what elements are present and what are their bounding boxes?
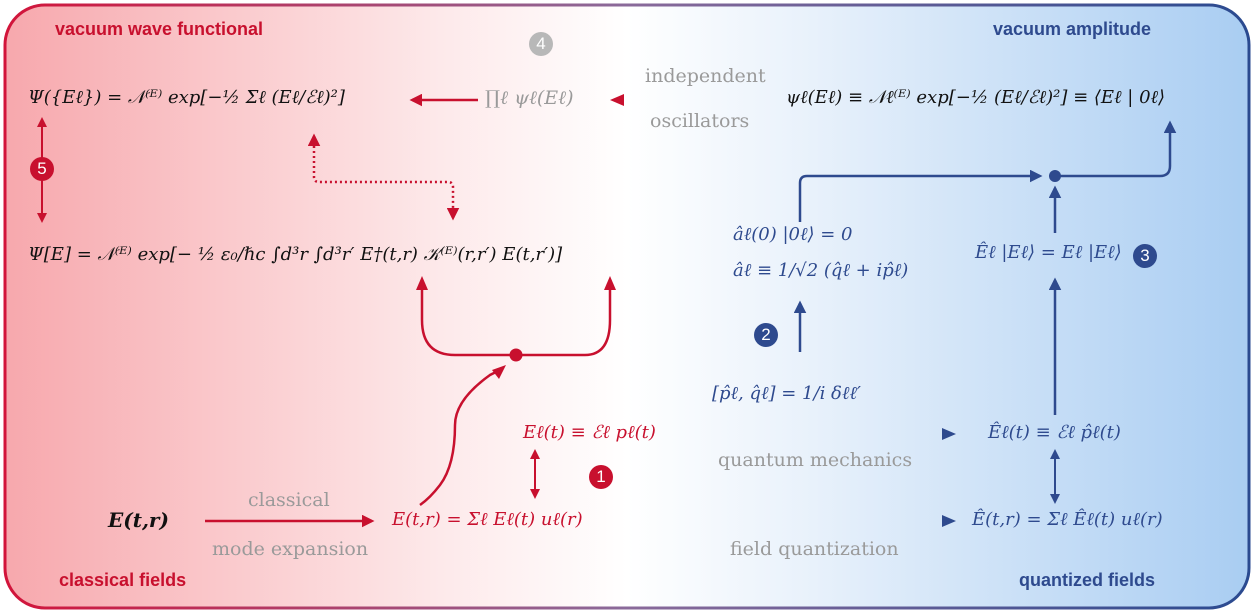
eq-annihilation-def: âℓ ≡ 1/√2 (q̂ℓ + ip̂ℓ) [733, 260, 909, 281]
label-independent: independent [645, 65, 766, 87]
eq-classical-mode: Eℓ(t) ≡ ℰℓ pℓ(t) [523, 422, 656, 443]
step-badge-5: 5 [30, 157, 54, 181]
eq-psi-product: Ψ({Eℓ}) = 𝒩⁽ᴱ⁾ exp[−½ Σℓ (Eℓ/ℰℓ)²] [28, 87, 345, 108]
red-tree-head-right [604, 276, 616, 290]
eq-commutator: [p̂ℓ, q̂ℓ] = 1/i δℓℓ′ [712, 383, 861, 404]
eq-field-classical: E(t,r) [108, 508, 169, 532]
label-quantized-fields: quantized fields [1019, 570, 1156, 590]
step-badge-1: 1 [589, 465, 613, 489]
step-badge-2: 2 [754, 323, 778, 347]
eq-product-form: ∏ℓ ψℓ(Eℓ) [485, 87, 574, 109]
arrow-quantum-mechanics-head [942, 428, 956, 440]
label-mode-expansion: mode expansion [212, 538, 369, 560]
eq-annihilation-vacuum: âℓ(0) |0ℓ⟩ = 0 [733, 224, 853, 245]
label-vacuum-wave-functional: vacuum wave functional [55, 19, 264, 39]
step-badge-3: 3 [1133, 244, 1157, 268]
label-quantum-mechanics: quantum mechanics [718, 449, 913, 471]
eq-quantized-expansion: Ê(t,r) = Σℓ Êℓ(t) uℓ(r) [972, 509, 1163, 530]
label-classical-fields: classical fields [59, 570, 187, 590]
label-classical: classical [248, 489, 330, 511]
arrow-expansion-to-junction [419, 368, 501, 507]
eq-expansion: E(t,r) = Σℓ Eℓ(t) uℓ(r) [392, 509, 583, 530]
arrow-expansion-to-junction-head [492, 365, 506, 379]
eq-quantum-mode: Êℓ(t) ≡ ℰℓ p̂ℓ(t) [988, 422, 1121, 443]
label-field-quantization: field quantization [730, 538, 899, 560]
arrow-independent-oscillators-head [610, 94, 624, 106]
eq-single-mode: ψℓ(Eℓ) ≡ 𝒩ℓ⁽ᴱ⁾ exp[−½ (Eℓ/ℰℓ)²] ≡ ⟨Eℓ | … [786, 87, 1166, 108]
label-vacuum-amplitude: vacuum amplitude [993, 19, 1152, 39]
red-tree-head-left [416, 276, 428, 290]
junction-red [509, 348, 523, 362]
step-badge-4: 4 [529, 32, 553, 56]
arrow-to-vacuum-amplitude [1055, 120, 1177, 178]
eq-functional: Ψ[E] = 𝒩⁽ᴱ⁾ exp[− ½ ε₀/ℏc ∫d³r ∫d³r′ E†(… [28, 244, 563, 265]
arrow-annihilation-to-junction [798, 169, 1043, 222]
label-oscillators: oscillators [650, 110, 750, 132]
arrow-field-quantization-head [942, 515, 956, 527]
eq-eigen: Êℓ |Eℓ⟩ = Eℓ |Eℓ⟩ [975, 242, 1122, 263]
